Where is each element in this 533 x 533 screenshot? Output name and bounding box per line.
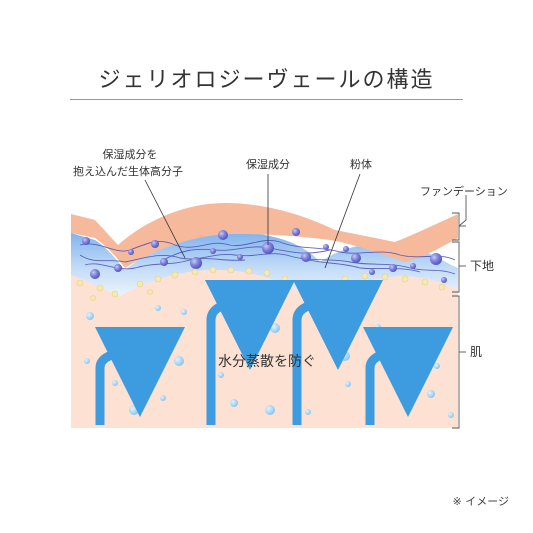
- layer-label-skin: 肌: [470, 345, 482, 359]
- center-label: 水分蒸散を防ぐ: [218, 354, 316, 370]
- molecules: [82, 228, 447, 283]
- layer-brackets: [452, 195, 467, 429]
- page-title: ジェリオロジーヴェールの構造: [98, 68, 435, 93]
- evaporation-arrows: [95, 280, 453, 425]
- callout-leaders: [144, 173, 361, 269]
- polymer-callout-line2: 抱え込んだ生体高分子: [73, 164, 183, 178]
- image-note: ※ イメージ: [452, 495, 510, 508]
- layer-label-foundation: ファンデーション: [420, 184, 508, 198]
- moisture-callout: 保湿成分: [246, 157, 290, 171]
- powder-callout: 粉体: [350, 157, 372, 171]
- layer-label-base: 下地: [470, 259, 494, 273]
- polymer-callout-line1: 保湿成分を: [103, 147, 158, 161]
- foundation-layer: [71, 203, 458, 268]
- title-divider: [70, 99, 463, 100]
